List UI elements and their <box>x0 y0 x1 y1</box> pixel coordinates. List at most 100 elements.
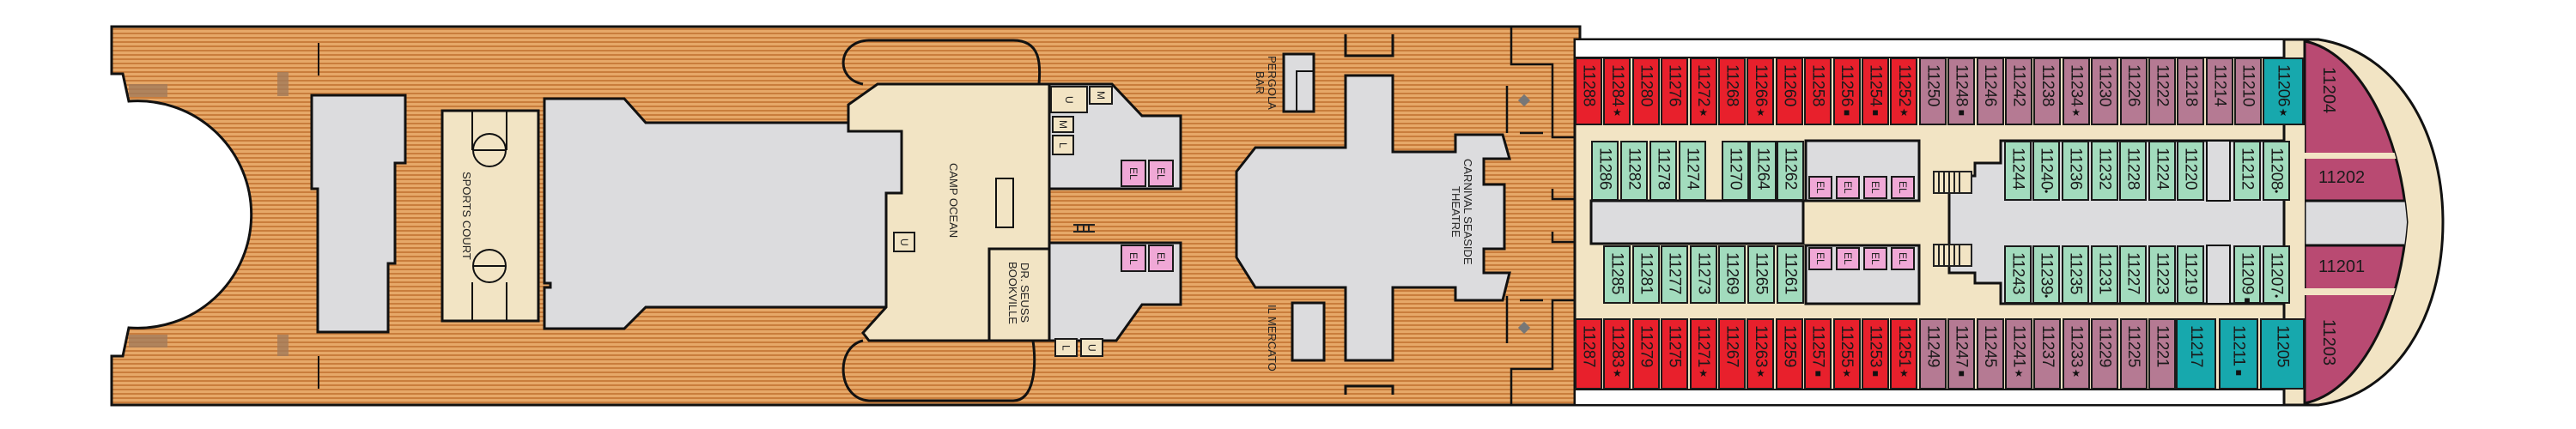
cabin-marker-icon: ■ <box>1869 366 1881 379</box>
cabin-11253[interactable]: 11253■ <box>1862 318 1889 390</box>
cabin-11270[interactable]: 11270 <box>1722 141 1749 201</box>
cabin-11210[interactable]: 11210 <box>2234 57 2263 125</box>
cabin-11261[interactable]: 11261 <box>1777 245 1804 304</box>
cabin-11280[interactable]: 11280 <box>1631 57 1660 125</box>
cabin-11220[interactable]: 11220 <box>2177 141 2204 201</box>
cabin-11233[interactable]: 11233★ <box>2062 318 2090 390</box>
cabin-11251[interactable]: 11251★ <box>1890 318 1918 390</box>
cabin-11249[interactable]: 11249 <box>1918 318 1947 390</box>
cabin-11206[interactable]: 11206★ <box>2263 57 2304 125</box>
cabin-11222[interactable]: 11222 <box>2148 57 2176 125</box>
cabin-11208[interactable]: 11208• <box>2263 141 2290 201</box>
cabin-11272[interactable]: 11272★ <box>1689 57 1717 125</box>
cabin-11263[interactable]: 11263★ <box>1747 318 1775 390</box>
cabin-11255[interactable]: 11255★ <box>1832 318 1861 390</box>
cabin-number: 11228 <box>2123 148 2142 190</box>
cabin-11201[interactable]: 11201 <box>2318 257 2366 276</box>
cabin-11287[interactable]: 11287 <box>1575 318 1602 390</box>
cabin-11230[interactable]: 11230 <box>2091 57 2119 125</box>
cabin-11271[interactable]: 11271★ <box>1689 318 1717 390</box>
cabin-11256[interactable]: 11256■ <box>1832 57 1861 125</box>
cabin-11203[interactable]: 11203 <box>2319 319 2338 366</box>
cabin-11254[interactable]: 11254■ <box>1862 57 1889 125</box>
cabin-11274[interactable]: 11274 <box>1679 141 1706 201</box>
cabin-11278[interactable]: 11278 <box>1649 141 1677 201</box>
cabin-11257[interactable]: 11257■ <box>1804 318 1832 390</box>
cabin-11235[interactable]: 11235 <box>2062 245 2089 304</box>
cabin-11207[interactable]: 11207• <box>2263 245 2290 304</box>
cabin-11260[interactable]: 11260 <box>1775 57 1803 125</box>
cabin-11204[interactable]: 11204 <box>2319 67 2338 114</box>
cabin-11282[interactable]: 11282 <box>1620 141 1648 201</box>
cabin-11232[interactable]: 11232 <box>2091 141 2118 201</box>
cabin-11259[interactable]: 11259 <box>1775 318 1803 390</box>
cabin-11269[interactable]: 11269 <box>1718 245 1746 304</box>
cabin-11229[interactable]: 11229 <box>2091 318 2119 390</box>
cabin-11267[interactable]: 11267 <box>1718 318 1746 390</box>
cabin-11209[interactable]: 11209■ <box>2233 245 2261 306</box>
cabin-11238[interactable]: 11238 <box>2033 57 2062 125</box>
cabin-11252[interactable]: 11252★ <box>1890 57 1918 125</box>
cabin-11240[interactable]: 11240• <box>2032 141 2060 201</box>
cabin-11264[interactable]: 11264 <box>1749 141 1777 201</box>
cabin-11245[interactable]: 11245 <box>1976 318 2004 390</box>
cabin-11246[interactable]: 11246 <box>1976 57 2004 125</box>
elevator-icon: EL <box>1836 247 1860 270</box>
cabin-11223[interactable]: 11223 <box>2148 245 2176 304</box>
cabin-11228[interactable]: 11228 <box>2119 141 2147 201</box>
cabin-11236[interactable]: 11236 <box>2062 141 2089 201</box>
cabin-number: 11243 <box>2008 252 2027 294</box>
cabin-number: 11279 <box>1637 325 1656 367</box>
cabin-11224[interactable]: 11224 <box>2148 141 2176 201</box>
elevator-icon: EL <box>1148 245 1174 272</box>
cabin-11273[interactable]: 11273 <box>1690 245 1717 304</box>
cabin-11283[interactable]: 11283★ <box>1603 318 1631 390</box>
cabin-11221[interactable]: 11221 <box>2148 318 2176 390</box>
cabin-11219[interactable]: 11219 <box>2177 245 2204 304</box>
cabin-11258[interactable]: 11258 <box>1804 57 1832 125</box>
cabin-11239[interactable]: 11239• <box>2032 245 2060 304</box>
cabin-number: 11263 <box>1751 325 1770 367</box>
cabin-11276[interactable]: 11276 <box>1661 57 1689 125</box>
cabin-11237[interactable]: 11237 <box>2033 318 2062 390</box>
cabin-11262[interactable]: 11262 <box>1777 141 1804 201</box>
cabin-11211[interactable]: 11211■ <box>2219 318 2258 390</box>
elevator-icon: EL <box>1121 245 1146 272</box>
cabin-11212[interactable]: 11212 <box>2233 141 2261 201</box>
cabin-11266[interactable]: 11266★ <box>1747 57 1775 125</box>
cabin-11288[interactable]: 11288 <box>1575 57 1602 125</box>
cabin-11242[interactable]: 11242 <box>2005 57 2032 125</box>
cabin-11243[interactable]: 11243 <box>2004 245 2032 304</box>
cabin-11227[interactable]: 11227 <box>2119 245 2147 304</box>
cabin-11244[interactable]: 11244 <box>2004 141 2032 201</box>
pergola-bar-counter <box>1282 52 1315 113</box>
cabin-11231[interactable]: 11231 <box>2091 245 2118 304</box>
cabin-11275[interactable]: 11275 <box>1661 318 1689 390</box>
cabin-11205[interactable]: 11205 <box>2260 318 2305 390</box>
cabin-11277[interactable]: 11277 <box>1661 245 1688 304</box>
cabin-11247[interactable]: 11247■ <box>1947 318 1976 390</box>
cabin-11226[interactable]: 11226 <box>2119 57 2148 125</box>
cabin-11286[interactable]: 11286 <box>1591 141 1619 201</box>
cabin-11268[interactable]: 11268 <box>1718 57 1746 125</box>
cabin-11225[interactable]: 11225 <box>2119 318 2148 390</box>
cabin-11217[interactable]: 11217 <box>2176 318 2216 390</box>
sports-court-label: SPORTS COURT <box>460 172 473 260</box>
cabin-11285[interactable]: 11285 <box>1603 245 1631 304</box>
cabin-number: 11255 <box>1838 325 1856 367</box>
cabin-11202[interactable]: 11202 <box>2318 168 2366 187</box>
cabin-11248[interactable]: 11248■ <box>1947 57 1976 125</box>
cabin-11279[interactable]: 11279 <box>1631 318 1660 390</box>
cabin-11218[interactable]: 11218 <box>2177 57 2205 125</box>
cabin-number: 11253 <box>1866 325 1885 367</box>
cabin-11250[interactable]: 11250 <box>1918 57 1947 125</box>
cabin-11265[interactable]: 11265 <box>1747 245 1775 304</box>
cabin-11281[interactable]: 11281 <box>1632 245 1660 304</box>
cabin-11214[interactable]: 11214 <box>2205 57 2233 125</box>
elevator-icon: EL <box>1148 160 1174 187</box>
cabin-number: 11286 <box>1595 148 1614 190</box>
cabin-11234[interactable]: 11234★ <box>2062 57 2090 125</box>
cabin-11284[interactable]: 11284★ <box>1603 57 1631 125</box>
cabin-11241[interactable]: 11241★ <box>2005 318 2032 390</box>
cabin-number: 11284 <box>1607 64 1626 106</box>
